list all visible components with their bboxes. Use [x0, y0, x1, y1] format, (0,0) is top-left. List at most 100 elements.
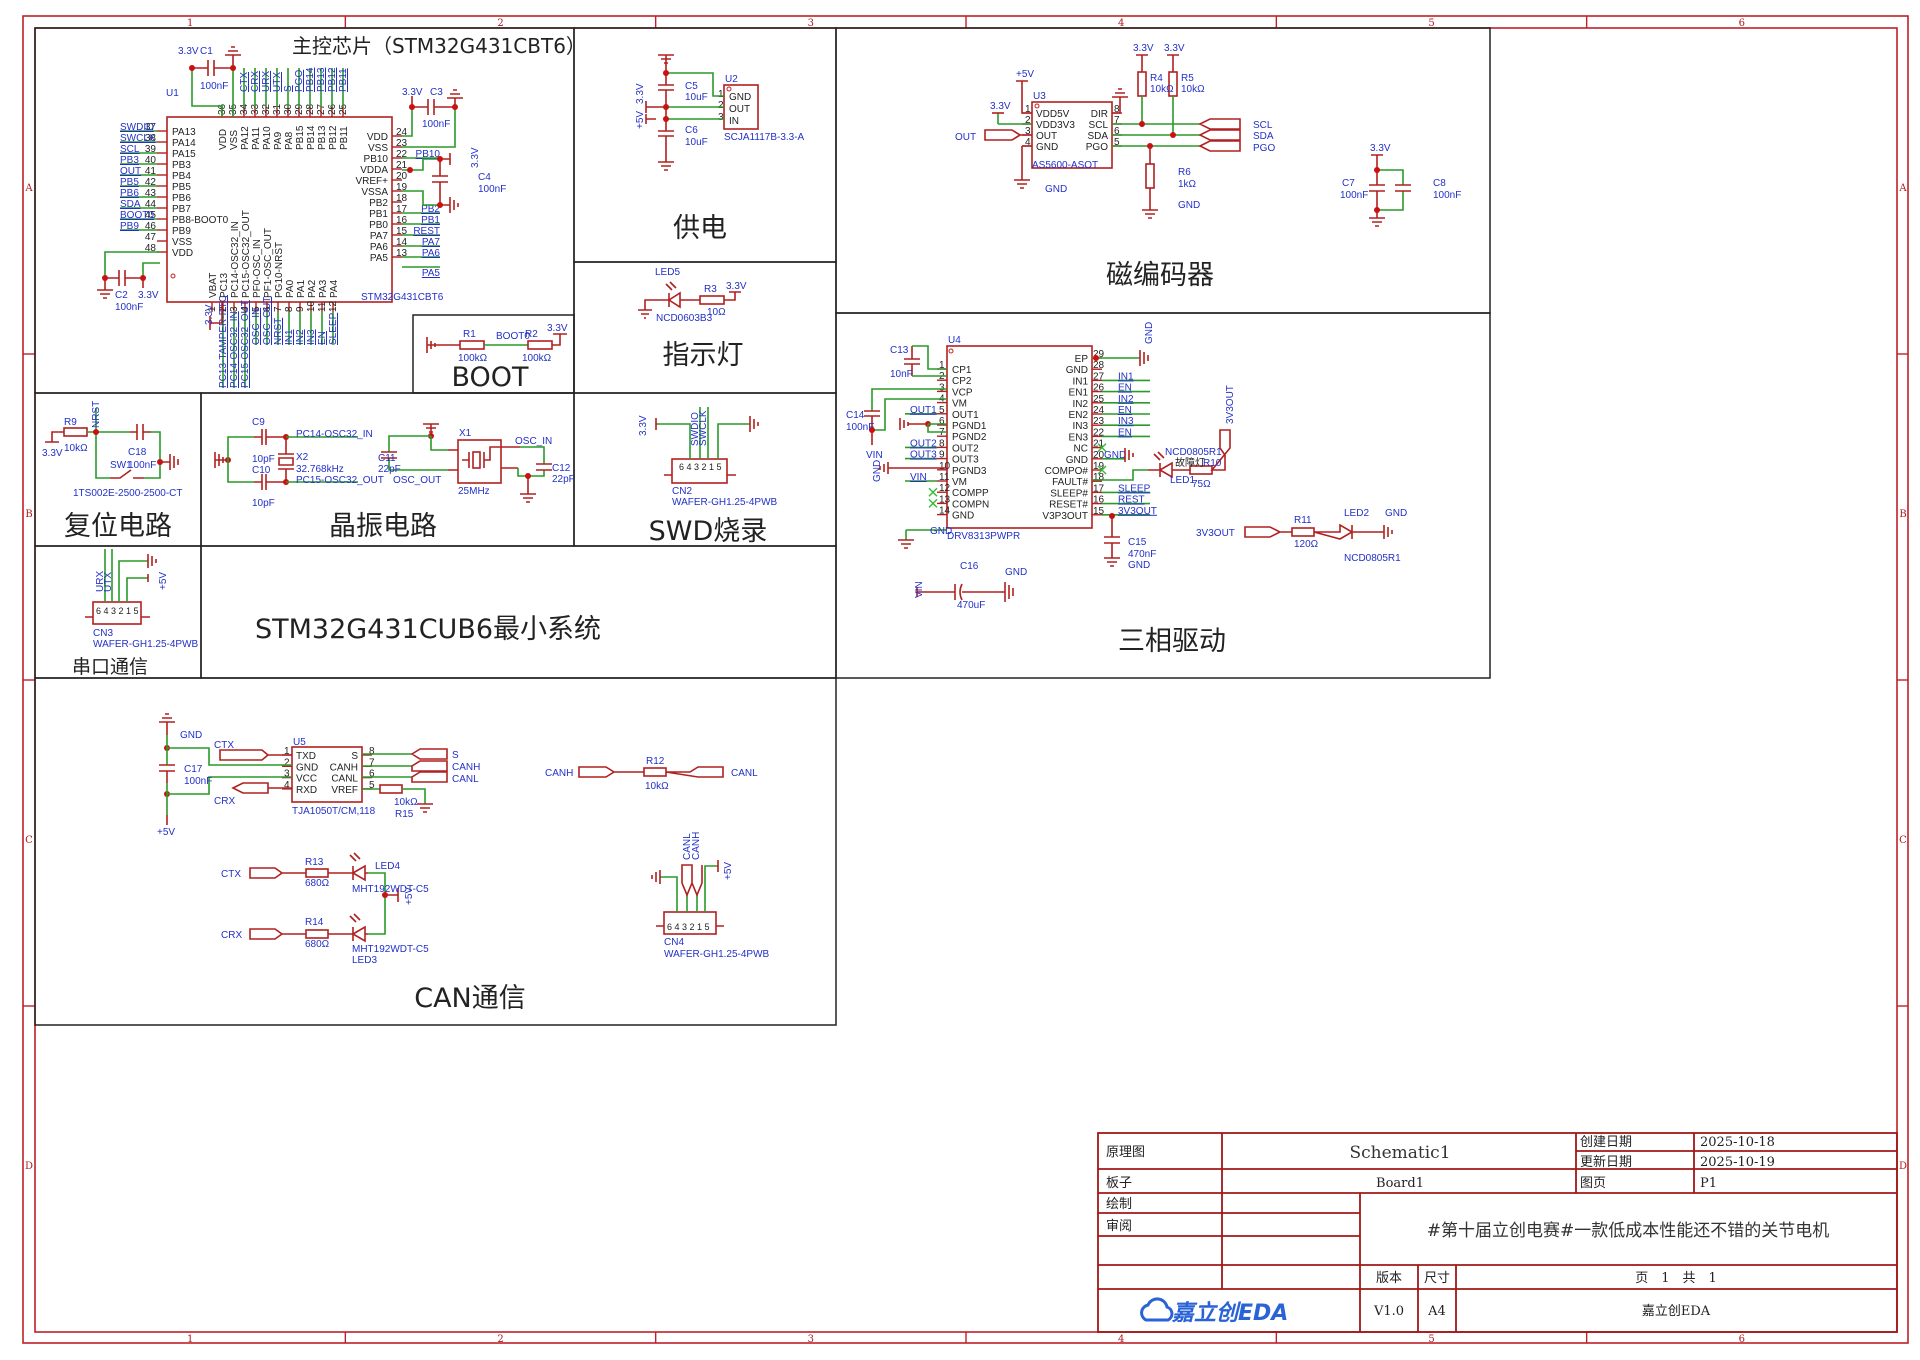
u5-pin-name: TXD: [296, 751, 316, 762]
u1-pin-name: PF0-OSC_IN: [252, 239, 263, 298]
uart-net-utx: UTX: [103, 572, 114, 592]
ldo-u2[interactable]: U2 SCJA1117B-3.3-A GND OUT IN 1 2 3 C5 1…: [635, 54, 805, 171]
c5-value: 10uF: [685, 92, 708, 103]
c16-value: 470uF: [957, 600, 985, 611]
u1-pin-name: VDD: [367, 132, 388, 143]
can-termination-r12[interactable]: CANH R12 10kΩ CANL: [545, 756, 758, 792]
u4-net-label: VIN: [910, 472, 927, 483]
cn3-ref: CN3: [93, 628, 113, 639]
u4-pin-num: 28: [1093, 360, 1105, 371]
u1-pin-name: PB8-BOOT0: [172, 215, 229, 226]
cn4-pins-label: 6 4 3 2 1 5: [667, 922, 710, 932]
c1-value: 100nF: [200, 81, 228, 92]
grid-row-right: C: [1899, 835, 1907, 846]
u5-net-s: S: [452, 750, 459, 761]
u1-pin-name: PA1: [296, 279, 307, 298]
r11-value: 120Ω: [1294, 539, 1319, 550]
u4-pin-num: 22: [1093, 427, 1105, 438]
u1-net-label: PB9: [120, 221, 139, 232]
u5-net-crx: CRX: [214, 796, 235, 807]
u4-pin-name: OUT3: [952, 455, 979, 466]
r2-value: 100kΩ: [522, 353, 552, 364]
power-led2[interactable]: 3V3OUT R11 120Ω LED2 GND NCD0805R1: [1196, 508, 1407, 564]
vbat-supply: 3.3V: [204, 302, 223, 330]
u1-pin-num: 29: [294, 103, 305, 115]
u1-pin-num: 6: [262, 306, 273, 312]
u1-net-label: OSC_OUT: [262, 297, 273, 345]
grid-col-top: 1: [187, 18, 193, 29]
u1-pin-name: PC14-OSC32_IN: [230, 221, 241, 298]
c7-ref: C7: [1342, 178, 1355, 189]
boot-circuit[interactable]: R1 100kΩ BOOT0 R2 100kΩ 3.3V: [426, 323, 568, 364]
enc-net-pgo: PGO: [1253, 143, 1275, 154]
c2-capacitor[interactable]: C2 100nF 3.3V: [97, 251, 160, 313]
driver-gnd-ep: GND: [1144, 322, 1155, 344]
u1-pin-num: 5: [251, 306, 262, 312]
power-net-out: 3.3V: [635, 83, 646, 104]
c1-net: 3.3V: [178, 46, 199, 57]
u3-pin-name: DIR: [1091, 109, 1108, 120]
c7-c8-capacitors[interactable]: 3.3V C7 100nF C8 100nF: [1340, 143, 1461, 227]
reset-circuit[interactable]: 3.3V R9 10kΩ NRST C18 SW1 100nF 1TS002E-…: [42, 401, 183, 499]
tb-created-label: 创建日期: [1580, 1135, 1632, 1150]
cn4-body: [663, 911, 717, 935]
u1-net-label: UTX: [272, 72, 283, 92]
u4-pin-name: GND: [1066, 455, 1088, 466]
can-connector-cn4[interactable]: 6 4 3 2 1 5 CN4 WAFER-GH1.25-4PWB CANL C…: [651, 832, 770, 960]
tb-type-label: 原理图: [1106, 1145, 1145, 1160]
u4-pin-num: 17: [1093, 483, 1105, 494]
indicator-led5[interactable]: LED5 NCD0603B3 R3 10Ω 3.3V: [638, 267, 747, 324]
u1-net-label: NRST: [273, 318, 284, 345]
box-indicator: [573, 261, 837, 394]
u1-net-label: PC14-OSC32_IN: [229, 311, 240, 388]
c15-ref: C15: [1128, 537, 1147, 548]
u1-net-label: PB11: [338, 68, 349, 92]
uart-net-urx: URX: [95, 571, 106, 592]
cn2-ref: CN2: [672, 486, 692, 497]
c14-vin: VIN: [866, 450, 883, 461]
led4-ref: LED4: [375, 861, 400, 872]
c1-capacitor[interactable]: 3.3V C1 100nF: [178, 46, 241, 117]
led2-gnd: GND: [1385, 508, 1407, 519]
r6-value: 1kΩ: [1178, 179, 1197, 190]
r5-vcc: 3.3V: [1164, 43, 1185, 54]
u2-part: SCJA1117B-3.3-A: [724, 132, 805, 143]
c3-capacitor[interactable]: 3.3V C3 100nF: [402, 87, 463, 148]
u1-pin-name: PB7: [172, 204, 191, 215]
swd-connector[interactable]: 6 4 3 2 1 5 CN2 WAFER-GH1.25-4PWB 3.3V S…: [638, 407, 778, 508]
can-status-leds[interactable]: CTX CRX R13 680Ω R14 680Ω LED4 MHT192WDT…: [221, 852, 429, 966]
c4-capacitor[interactable]: 3.3V C4 100nF: [402, 147, 506, 213]
u4-net-label: SLEEP: [1118, 483, 1151, 494]
c16-vin: VIN: [914, 581, 925, 598]
crystal-circuit[interactable]: C9 10pF C10 10pF X2 32.768kHz PC14-OSC32…: [214, 417, 575, 509]
grid-row-left: B: [25, 509, 32, 520]
u1-pin-name: VBAT: [208, 273, 219, 298]
u4-pin-num: 13: [939, 494, 951, 505]
u1-net-label: PB14: [305, 67, 316, 92]
u1-pin-num: 17: [396, 204, 408, 215]
box-driver: [835, 312, 1491, 679]
c4-ref: C4: [478, 172, 491, 183]
u4-pin-num: 5: [939, 405, 945, 416]
u1-pin-num: 41: [145, 166, 157, 177]
led2-src: 3V3OUT: [1196, 528, 1235, 539]
r3-ref: R3: [704, 284, 717, 295]
driver-gnd-left: GND: [872, 460, 883, 482]
grid-col-top: 6: [1739, 18, 1745, 29]
c4-value: 100nF: [478, 184, 506, 195]
r1-ref: R1: [463, 329, 476, 340]
led4-src: CTX: [221, 869, 241, 880]
u1-net-label: SLEEP: [328, 312, 339, 345]
u4-net-label: EN: [1118, 427, 1132, 438]
u5-pin-num: 1: [284, 746, 290, 757]
u1-pin-name: PF1-OSC_OUT: [263, 228, 274, 298]
u1-pin-num: 1: [207, 306, 218, 312]
uart-connector[interactable]: 6 4 3 2 1 5 CN3 WAFER-GH1.25-4PWB URX UT…: [85, 549, 199, 650]
u1-pin-num: 26: [327, 103, 338, 115]
u4-pin-name: EN1: [1069, 388, 1089, 399]
u1-pin-num: 31: [272, 103, 283, 115]
